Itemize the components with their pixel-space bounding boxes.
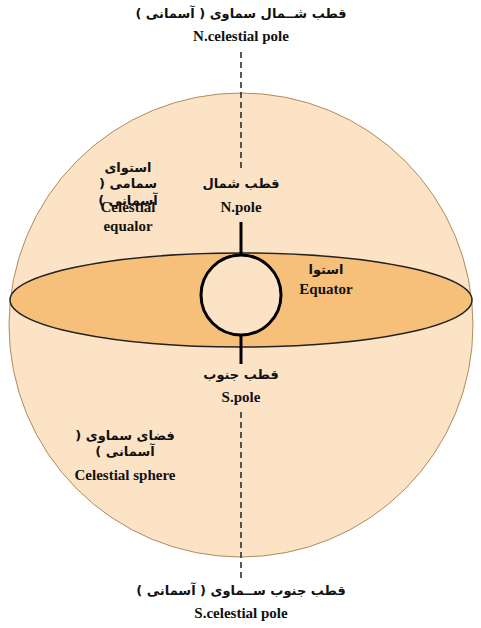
axis-dashed-top [240, 52, 242, 172]
equator-plane [10, 253, 472, 347]
earth-circle [201, 255, 281, 335]
equator-label-fa: استوا [308, 262, 343, 278]
sphere-label-fa: فضای سماوی ( آسمانی ) [75, 428, 175, 461]
pole-label-fa: قطب شمال [202, 176, 279, 192]
pole-label-fa: قطب جنوب ســماوی ( آسمانی ) [136, 583, 345, 599]
axis-solid-bottom [240, 335, 243, 364]
sphere-label-en: Celestial sphere [75, 466, 176, 485]
pole-label-fa: قطب جنوب [203, 367, 278, 383]
equator-label-en: Celestial equalor [88, 198, 168, 236]
pole-label-en: N.pole [220, 198, 261, 217]
equator-label-en: Equator [299, 280, 352, 299]
pole-label-en: S.pole [222, 388, 261, 407]
axis-dashed-bottom [240, 412, 242, 578]
pole-label-fa: قطب شــمال سماوی ( آسمانی ) [135, 6, 346, 22]
pole-label-en: S.celestial pole [194, 604, 287, 623]
axis-solid-top [240, 222, 243, 255]
pole-label-en: N.celestial pole [193, 27, 289, 46]
